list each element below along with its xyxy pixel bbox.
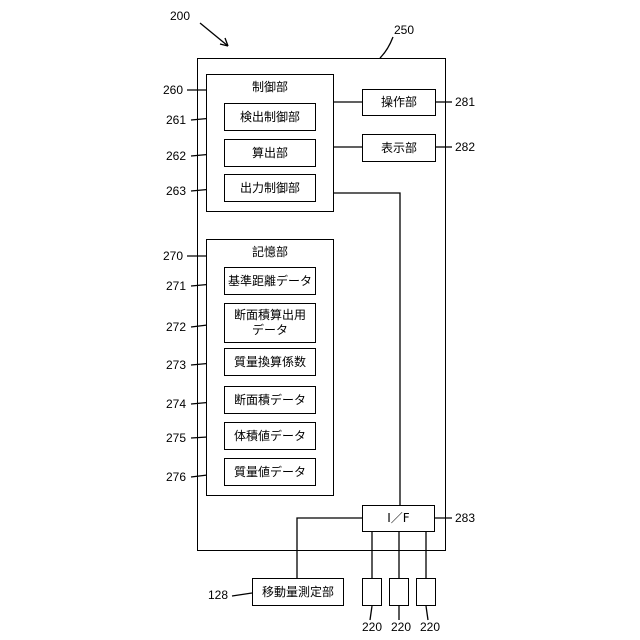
output-control-box: 出力制御部 (224, 174, 316, 202)
area-calc-data-line2: データ (252, 323, 288, 338)
calculation-box: 算出部 (224, 139, 316, 167)
cross-section-data-box: 断面積データ (224, 386, 316, 414)
figure-arrow-line (200, 23, 228, 46)
ref-282: 282 (455, 140, 475, 154)
ref-262: 262 (166, 149, 186, 163)
mass-data-box: 質量値データ (224, 458, 316, 486)
ref-271: 271 (166, 279, 186, 293)
leader-220-c (426, 606, 428, 620)
area-calc-data-box: 断面積算出用 データ (224, 303, 316, 343)
reference-distance-data-box: 基準距離データ (224, 267, 316, 295)
ref-274: 274 (166, 397, 186, 411)
ref-220-a: 220 (362, 620, 382, 634)
ref-275: 275 (166, 431, 186, 445)
leader-220-a (370, 606, 372, 620)
leader-250 (380, 37, 393, 58)
ref-263: 263 (166, 184, 186, 198)
area-calc-data-line1: 断面積算出用 (234, 308, 306, 323)
ref-283: 283 (455, 511, 475, 525)
sensor-box-1 (362, 578, 382, 606)
ref-128: 128 (208, 588, 228, 602)
ref-220-b: 220 (391, 620, 411, 634)
sensor-box-3 (416, 578, 436, 606)
ref-220-c: 220 (420, 620, 440, 634)
display-box: 表示部 (362, 134, 436, 162)
leader-128 (232, 593, 252, 596)
control-title: 制御部 (207, 78, 333, 95)
mass-conversion-coefficient-box: 質量換算係数 (224, 348, 316, 376)
movement-measurement-box: 移動量測定部 (252, 578, 344, 606)
ref-281: 281 (455, 95, 475, 109)
sensor-box-2 (389, 578, 409, 606)
ref-250: 250 (394, 23, 414, 37)
ref-261: 261 (166, 113, 186, 127)
volume-data-box: 体積値データ (224, 422, 316, 450)
ref-270: 270 (163, 249, 183, 263)
ref-260: 260 (163, 83, 183, 97)
ref-273: 273 (166, 358, 186, 372)
interface-box: I／F (362, 505, 435, 532)
detection-control-box: 検出制御部 (224, 103, 316, 131)
ref-276: 276 (166, 470, 186, 484)
operation-box: 操作部 (362, 89, 436, 116)
storage-title: 記憶部 (207, 243, 333, 260)
ref-272: 272 (166, 320, 186, 334)
figure-number: 200 (170, 9, 190, 23)
